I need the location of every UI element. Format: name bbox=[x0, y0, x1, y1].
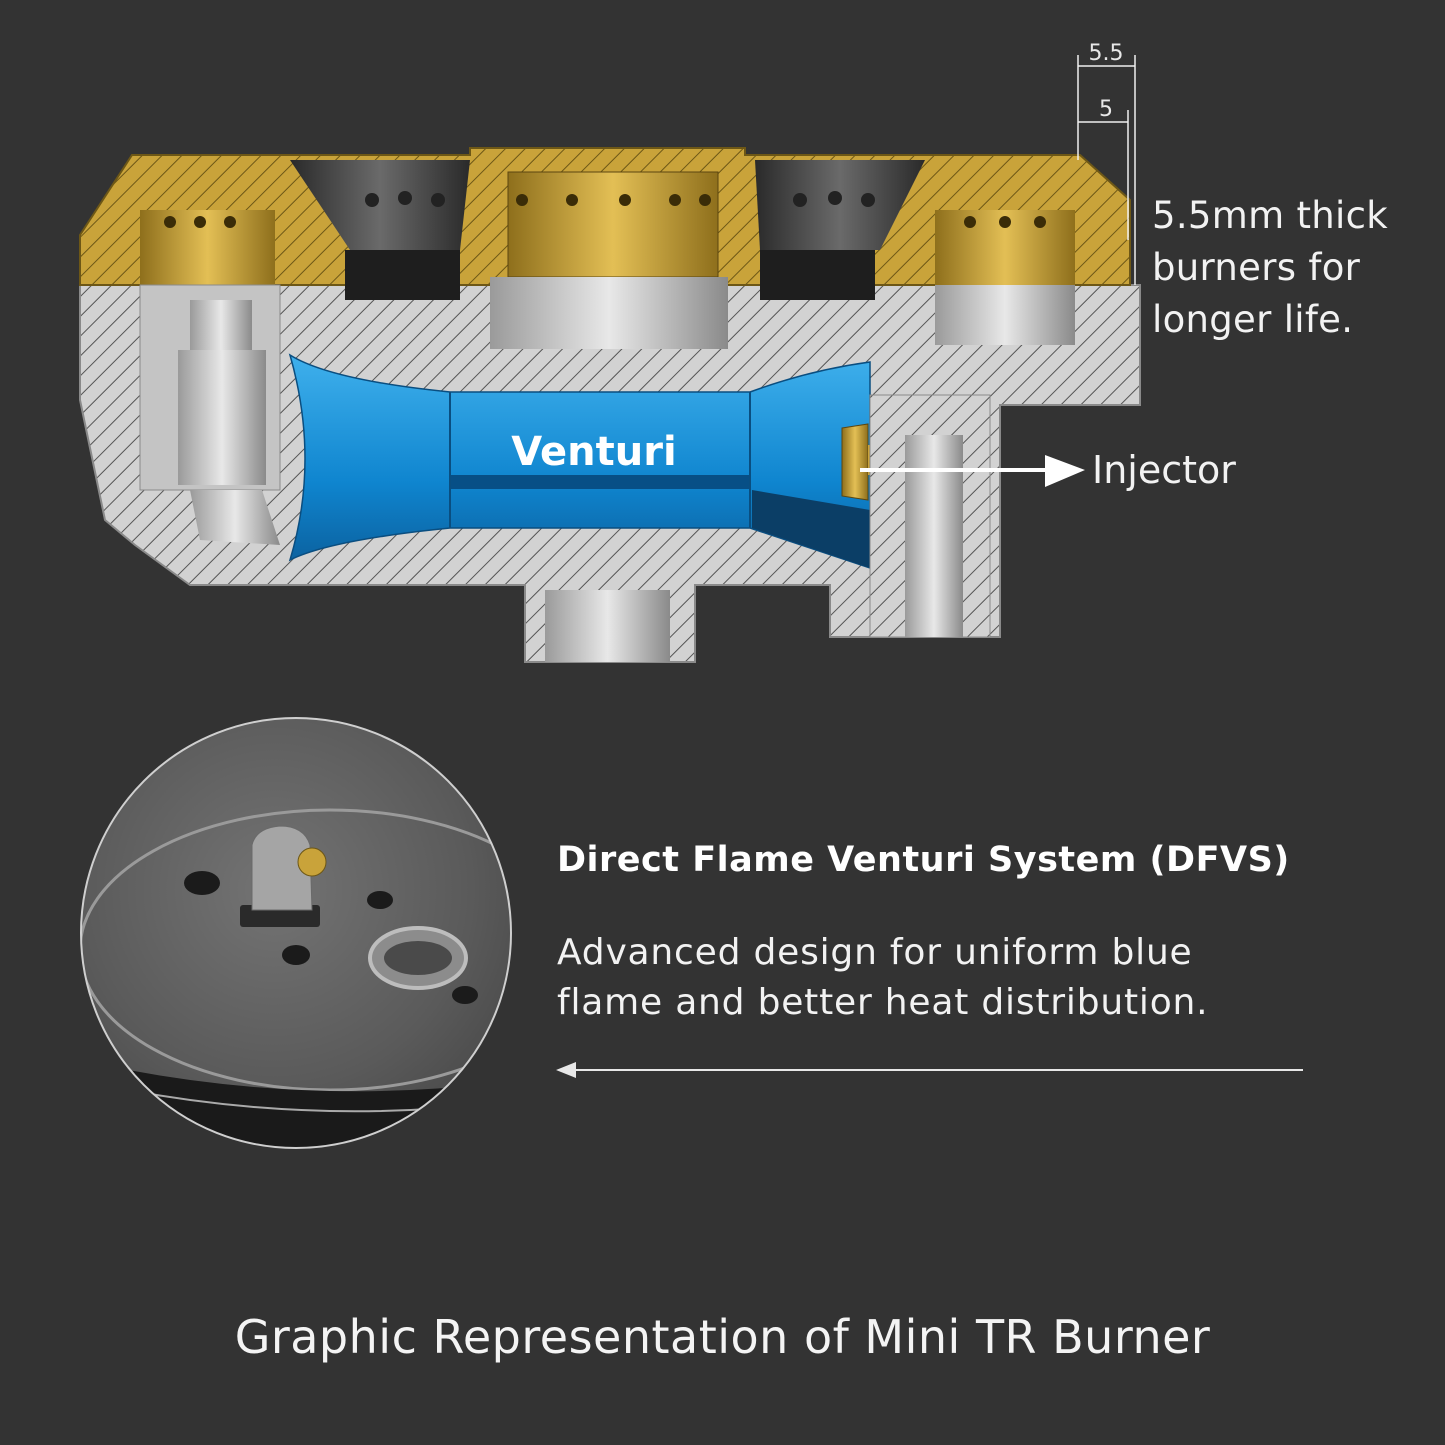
burner-cup-right bbox=[755, 160, 925, 300]
left-air-chamber bbox=[139, 284, 281, 545]
thickness-callout-line: burners for bbox=[1152, 246, 1361, 289]
thickness-dimension bbox=[1077, 55, 1136, 285]
thickness-callout-line: 5.5mm thick bbox=[1152, 194, 1388, 237]
feature-description: Advanced design for uniform blue flame a… bbox=[557, 928, 1317, 1028]
venturi-label: Venturi bbox=[511, 429, 676, 475]
outer-brass-ring-left bbox=[140, 210, 275, 285]
dfvs-detail-photo bbox=[80, 717, 512, 1149]
dimension-inner-label: 5 bbox=[1099, 97, 1113, 122]
burner-cup-left bbox=[290, 160, 470, 300]
injector-label: Injector bbox=[1092, 448, 1236, 492]
feature-description-line: Advanced design for uniform blue bbox=[557, 932, 1193, 973]
dfvs-pointer-arrow bbox=[556, 1062, 1303, 1078]
injector-arrow bbox=[860, 455, 1085, 487]
feature-description-line: flame and better heat distribution. bbox=[557, 982, 1209, 1023]
gas-inlet-pipe bbox=[869, 394, 991, 638]
bottom-outlet bbox=[545, 590, 670, 662]
outer-brass-ring-right bbox=[935, 210, 1075, 345]
feature-title: Direct Flame Venturi System (DFVS) bbox=[557, 840, 1290, 880]
thickness-callout: 5.5mm thick burners for longer life. bbox=[1152, 190, 1442, 346]
footer-caption: Graphic Representation of Mini TR Burner bbox=[234, 1310, 1211, 1364]
dimension-outer-label: 5.5 bbox=[1089, 41, 1124, 66]
center-brass-crown bbox=[490, 171, 728, 349]
thickness-callout-line: longer life. bbox=[1152, 298, 1354, 341]
venturi-tube bbox=[288, 353, 871, 570]
